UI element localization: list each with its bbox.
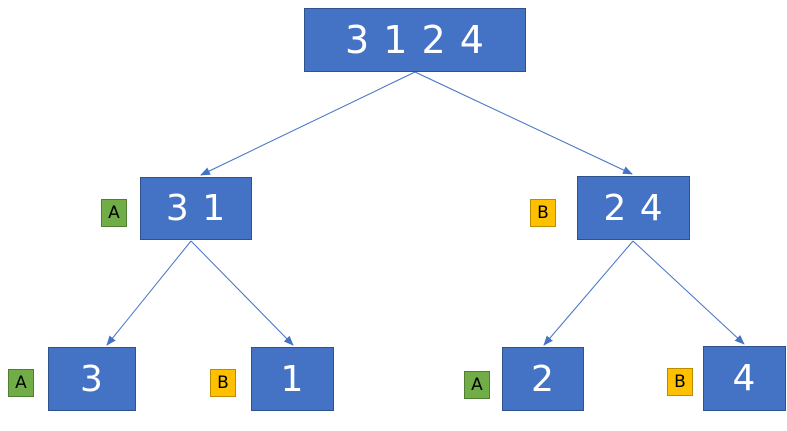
leaf-node: 1 bbox=[251, 347, 334, 411]
edge-left-to-leaf-3 bbox=[106, 240, 192, 346]
root-node: 3 1 2 4 bbox=[304, 8, 526, 72]
left-node-tag: A bbox=[101, 199, 127, 227]
edge-right-to-leaf-2 bbox=[543, 240, 634, 346]
leaf-node: 2 bbox=[502, 347, 584, 411]
left-node: 3 1 bbox=[140, 177, 252, 240]
right-node: 2 4 bbox=[577, 176, 690, 240]
leaf-node: 3 bbox=[48, 347, 136, 411]
edge-root-to-right bbox=[414, 71, 633, 175]
leaf-node-tag: B bbox=[210, 369, 236, 397]
right-node-tag: B bbox=[530, 199, 556, 227]
leaf-node-tag: A bbox=[8, 369, 34, 397]
leaf-node-tag: A bbox=[464, 371, 490, 399]
edge-right-to-leaf-4 bbox=[632, 240, 745, 345]
edge-root-to-left bbox=[200, 71, 416, 176]
edge-left-to-leaf-1 bbox=[190, 240, 294, 346]
leaf-node-tag: B bbox=[667, 368, 693, 396]
leaf-node: 4 bbox=[703, 346, 786, 411]
